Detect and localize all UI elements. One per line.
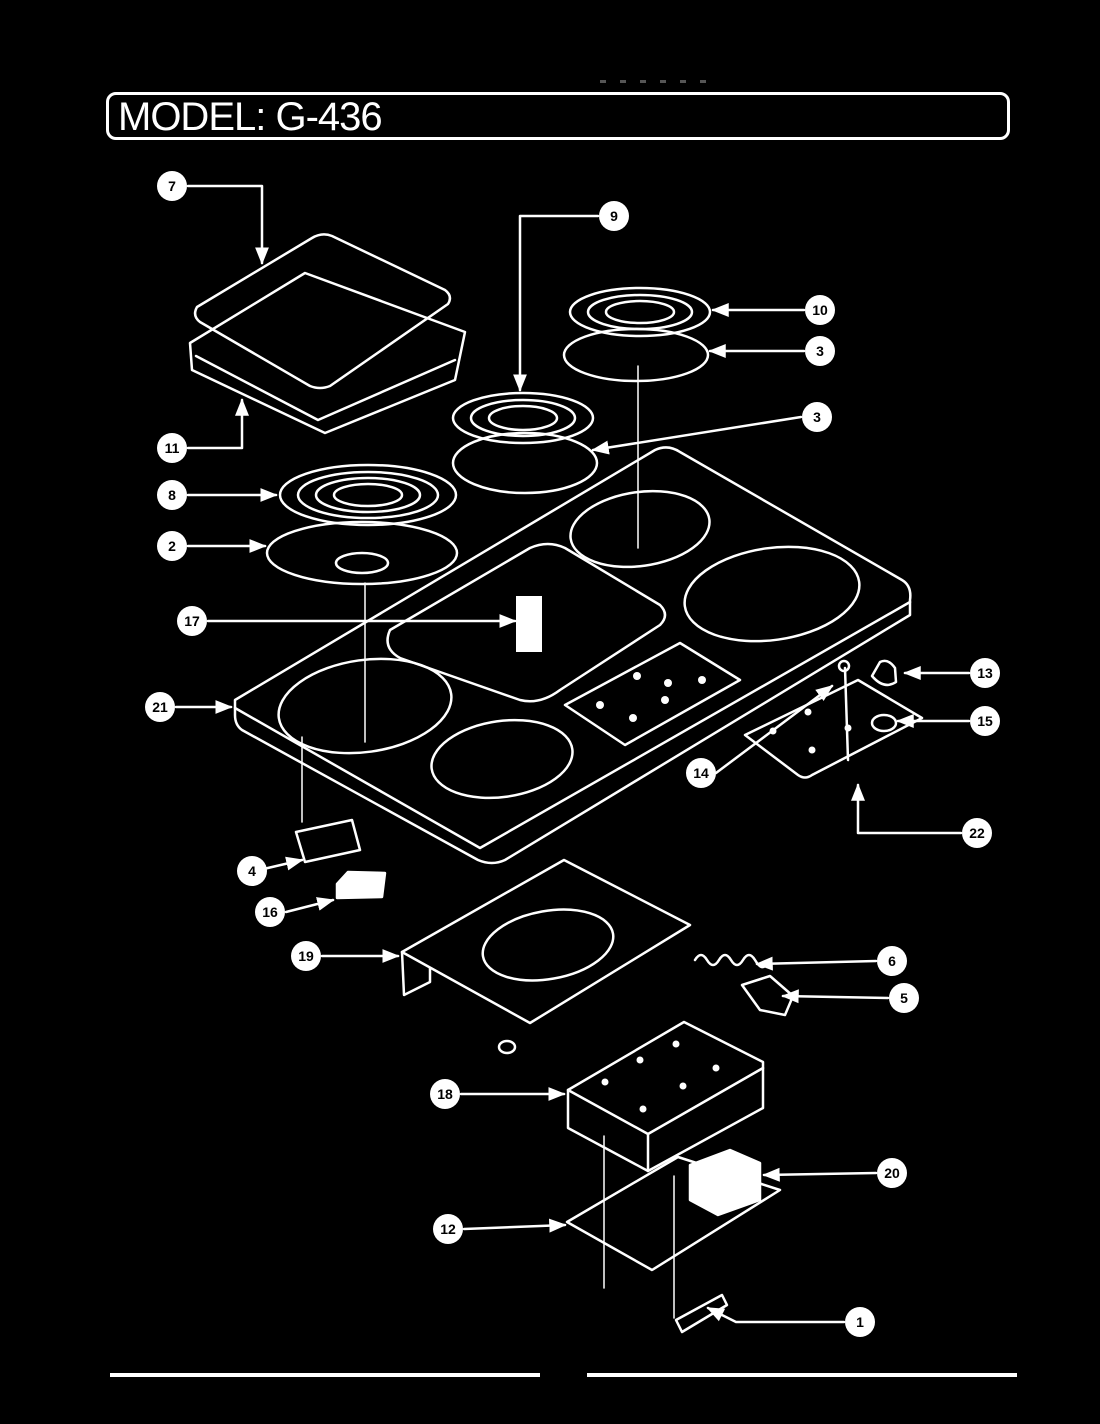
cooktop-opening-front-right	[430, 718, 574, 800]
svg-text:14: 14	[693, 765, 709, 781]
infinite-switch-20	[688, 1148, 762, 1217]
callout-18: 18	[430, 1079, 460, 1109]
callout-11: 11	[157, 433, 187, 463]
title-frame	[106, 92, 1010, 140]
svg-text:4: 4	[248, 863, 256, 879]
control-plate-holes	[596, 672, 706, 722]
center-well	[386, 542, 667, 703]
callout-12: 12	[433, 1214, 463, 1244]
cooktop-body	[233, 446, 912, 865]
svg-text:12: 12	[440, 1221, 456, 1237]
callout-5: 5	[889, 983, 919, 1013]
callout-22: 22	[962, 818, 992, 848]
callout-1: 1	[845, 1307, 875, 1337]
control-box-18	[566, 1020, 765, 1173]
callout-4: 4	[237, 856, 267, 886]
svg-text:21: 21	[152, 699, 168, 715]
nut	[497, 1039, 517, 1055]
callout-17: 17	[177, 606, 207, 636]
bolt-head	[837, 659, 851, 673]
knob-13	[870, 659, 898, 687]
switch-4	[294, 818, 362, 864]
svg-text:22: 22	[969, 825, 985, 841]
svg-text:17: 17	[184, 613, 200, 629]
surface-element-10	[568, 286, 712, 338]
callout-7: 7	[157, 171, 187, 201]
surface-element-9	[451, 391, 595, 445]
surface-element-8	[278, 463, 458, 527]
callout-3-rear: 3	[805, 336, 835, 366]
insulator-16	[335, 870, 387, 900]
callout-16: 16	[255, 897, 285, 927]
svg-text:6: 6	[888, 953, 896, 969]
griddle-frame-11	[188, 271, 467, 435]
callout-6: 6	[877, 946, 907, 976]
footer-rule-right	[587, 1373, 1017, 1377]
igniter-5	[740, 974, 795, 1017]
callouts: 7 9 10 3 3 11 8 2 17 21 13 15 14 22 4 16…	[145, 171, 1000, 1337]
spring-6	[693, 953, 767, 969]
callout-13: 13	[970, 658, 1000, 688]
footer-rule-left	[110, 1373, 540, 1377]
callout-21: 21	[145, 692, 175, 722]
callout-8: 8	[157, 480, 187, 510]
callout-14: 14	[686, 758, 716, 788]
faint-header-marks	[600, 70, 750, 83]
svg-text:9: 9	[610, 208, 618, 224]
svg-text:15: 15	[977, 713, 993, 729]
bolt-14	[843, 666, 850, 762]
bracket-19	[400, 858, 692, 1025]
svg-text:3: 3	[816, 343, 824, 359]
svg-text:3: 3	[813, 409, 821, 425]
griddle-cover-7	[193, 233, 452, 390]
callout-9: 9	[599, 201, 629, 231]
cooktop-opening-front-left	[277, 657, 453, 755]
svg-text:8: 8	[168, 487, 176, 503]
svg-text:10: 10	[812, 302, 828, 318]
svg-text:20: 20	[884, 1165, 900, 1181]
base-plate-12	[565, 1155, 782, 1272]
callout-15: 15	[970, 706, 1000, 736]
svg-text:1: 1	[856, 1314, 864, 1330]
callout-20: 20	[877, 1158, 907, 1188]
svg-text:11: 11	[165, 440, 180, 456]
model-title: MODEL: G-436	[118, 95, 383, 139]
terminal-block-17	[516, 596, 542, 652]
cooktop-opening-back-right	[683, 545, 861, 643]
cooktop-opening-back-left	[569, 489, 711, 569]
callout-2: 2	[157, 531, 187, 561]
drip-pan-2	[265, 520, 459, 586]
svg-text:13: 13	[977, 665, 993, 681]
cooktop-edge	[233, 600, 912, 850]
drip-pan-3-front	[451, 431, 599, 495]
svg-text:16: 16	[262, 904, 278, 920]
mounting-plate-22	[743, 678, 924, 779]
control-plate	[563, 641, 742, 747]
svg-text:7: 7	[168, 178, 176, 194]
svg-text:19: 19	[298, 948, 314, 964]
svg-text:18: 18	[437, 1086, 453, 1102]
svg-text:5: 5	[900, 990, 908, 1006]
callout-10: 10	[805, 295, 835, 325]
svg-text:2: 2	[168, 538, 176, 554]
terminal-strip-1	[674, 1293, 729, 1334]
callout-3-front: 3	[802, 402, 832, 432]
nut-15	[870, 713, 898, 733]
callout-19: 19	[291, 941, 321, 971]
drip-pan-3-rear	[562, 327, 710, 383]
